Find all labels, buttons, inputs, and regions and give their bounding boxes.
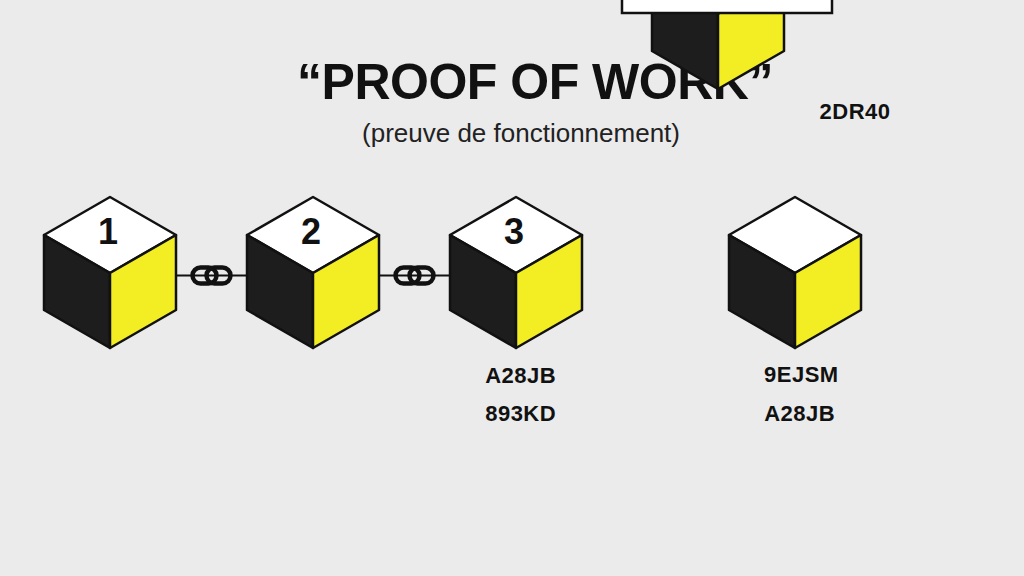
- block-cube: 2DR40: [651, 0, 785, 90]
- cube-face: [718, 0, 784, 89]
- hash-code: A28JB: [764, 401, 835, 427]
- block-number: 3: [504, 211, 524, 253]
- block-cube: 9EJSMA28JB: [728, 196, 862, 349]
- hash-code: 9EJSM: [764, 362, 839, 388]
- chain-connector: [177, 268, 246, 284]
- block-frame-layer: [0, 0, 1024, 60]
- block-cube: 3A28JB893KD: [449, 196, 583, 349]
- hash-code: 2DR40: [820, 99, 891, 125]
- cube-face: [729, 235, 795, 348]
- subtitle: (preuve de fonctionnement): [362, 118, 680, 149]
- block-cube: 1: [43, 196, 177, 349]
- cube-face: [652, 0, 718, 89]
- cube-face: [516, 235, 582, 348]
- hash-code: A28JB: [485, 363, 556, 389]
- cube-face: [110, 235, 176, 348]
- hash-code: 893KD: [485, 401, 556, 427]
- chain-line: [380, 275, 449, 277]
- chain-link: [207, 268, 231, 284]
- cube-shape: [651, 0, 785, 90]
- block-number: 2: [301, 211, 321, 253]
- cube-face: [313, 235, 379, 348]
- block-frame: [622, 0, 832, 13]
- block-cube: 2: [246, 196, 380, 349]
- block-number: 1: [98, 211, 118, 253]
- chain-connector: [380, 268, 449, 284]
- cube-shape: [728, 196, 862, 349]
- chain-line: [177, 275, 246, 277]
- cube-face: [795, 235, 861, 348]
- chain-link: [410, 268, 434, 284]
